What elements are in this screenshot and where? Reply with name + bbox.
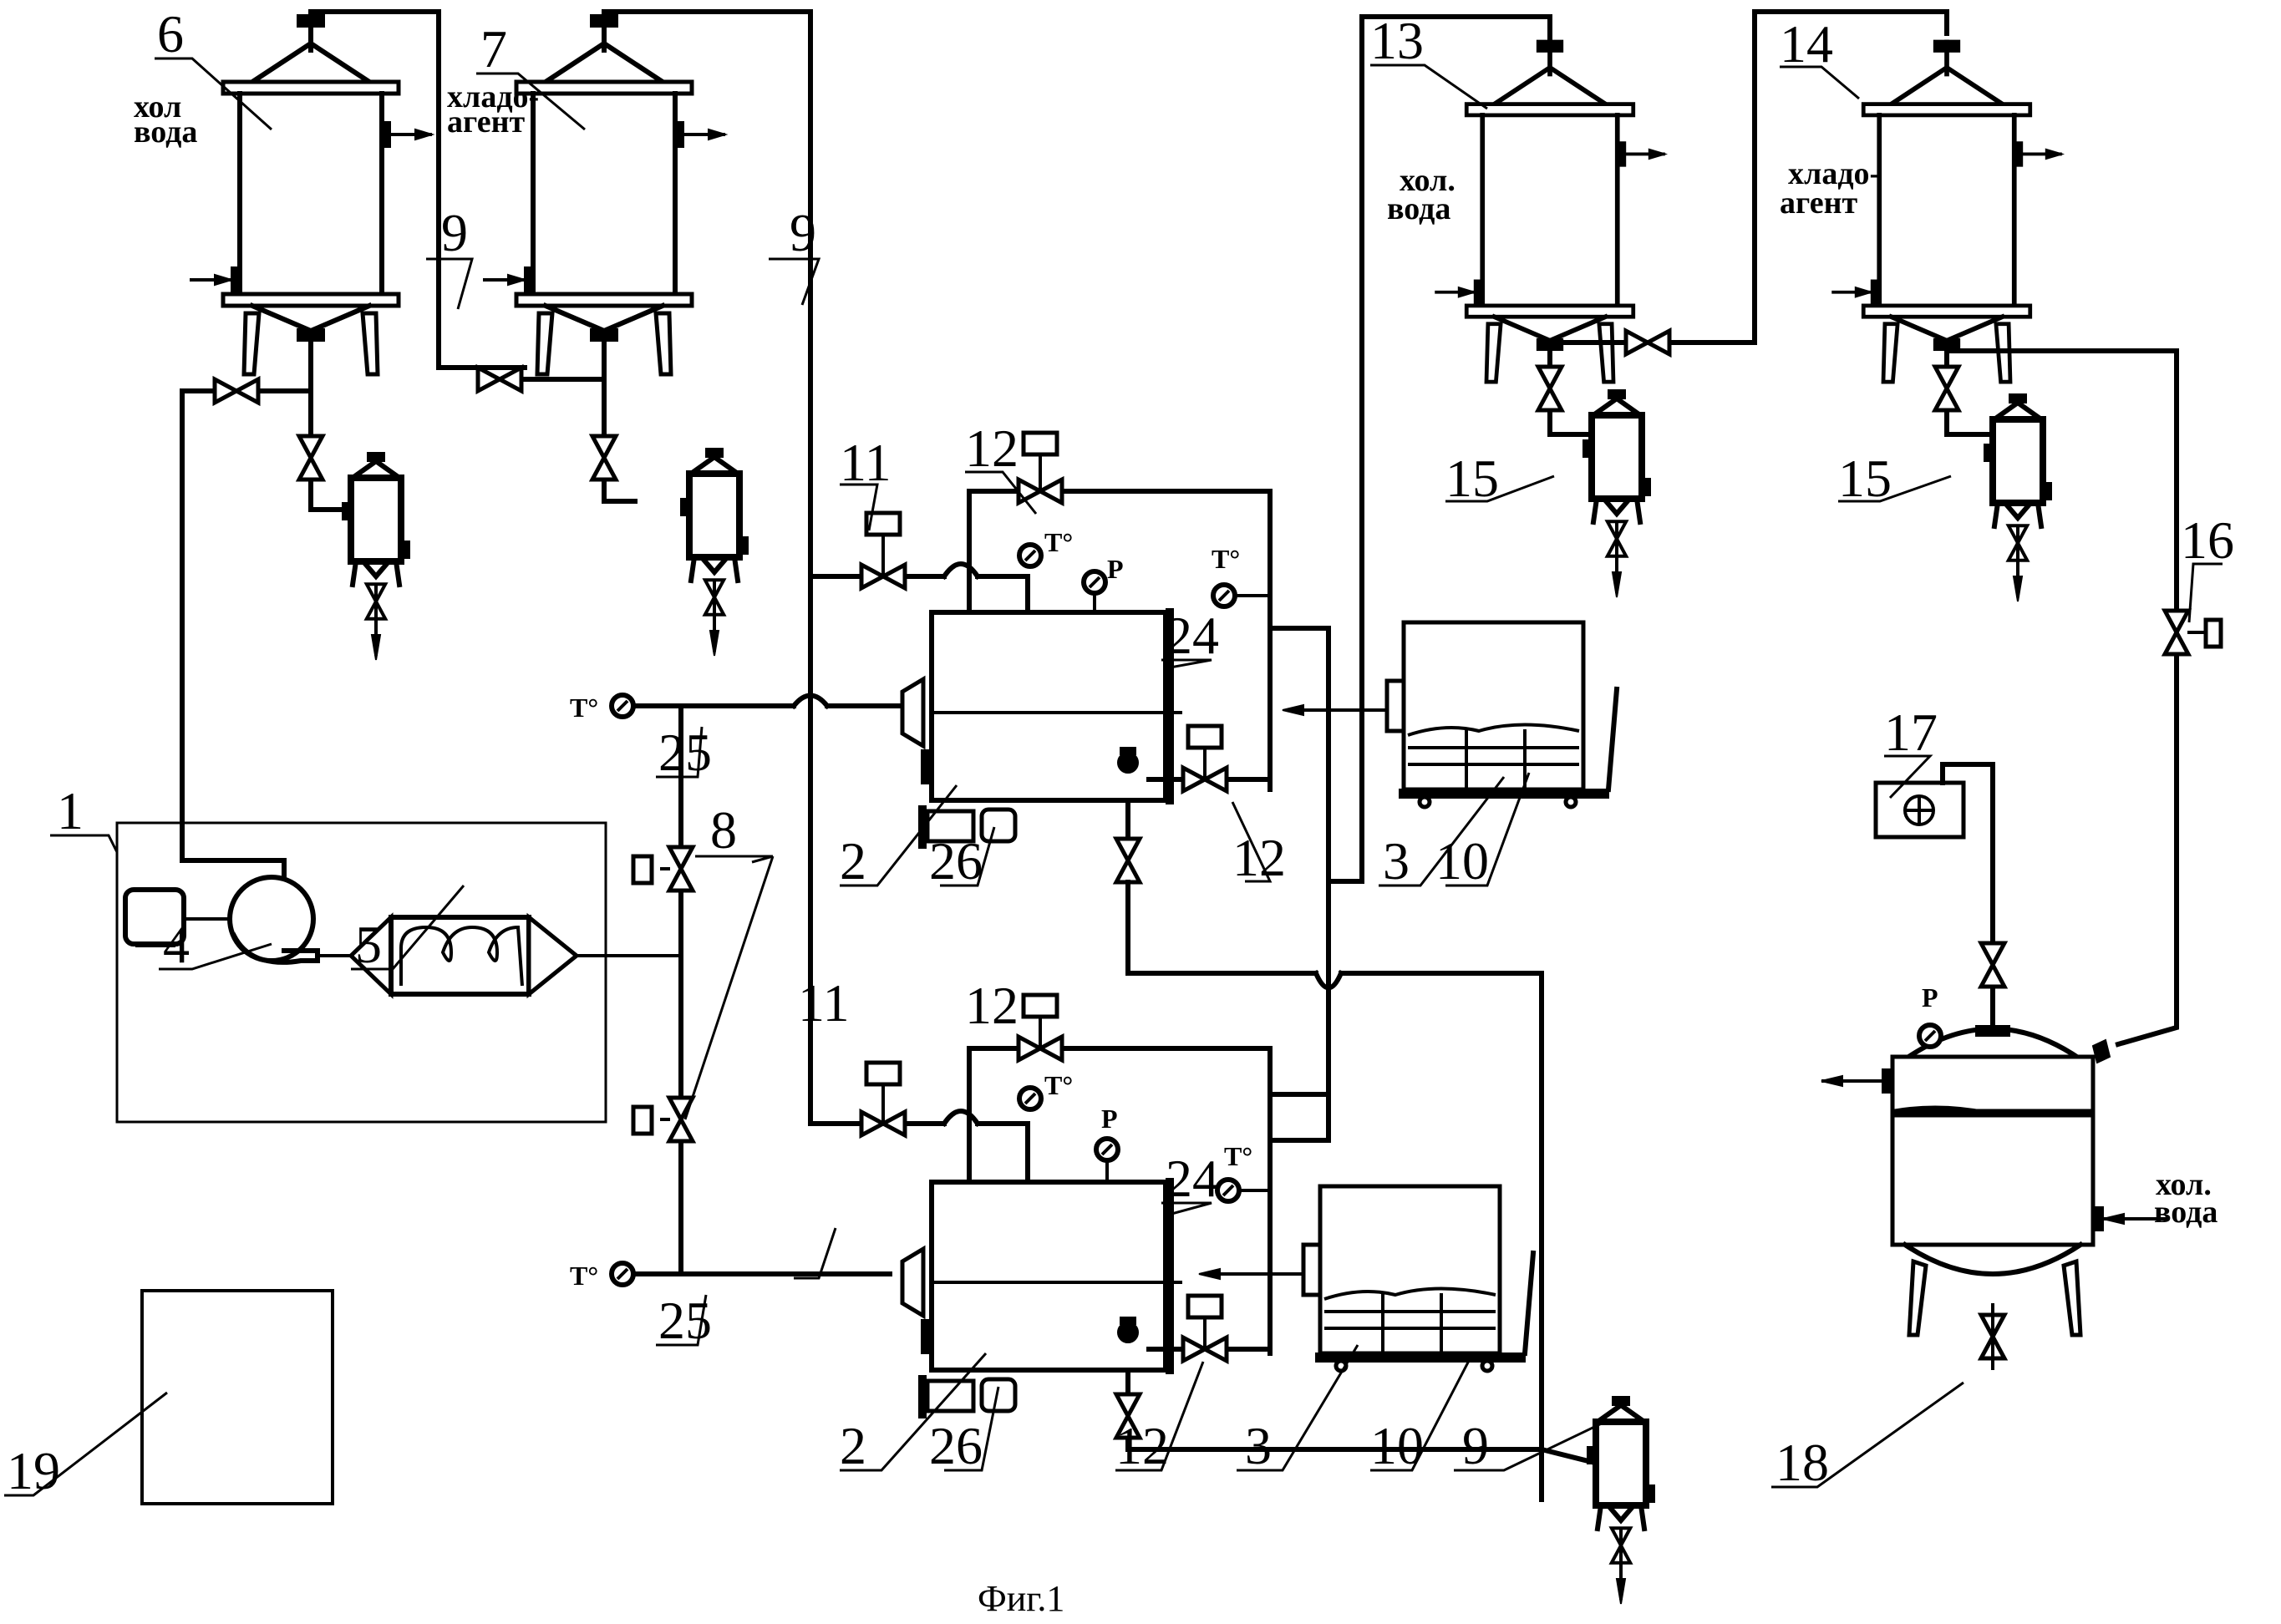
label-4: 4 (163, 915, 190, 974)
label-26-lower: 26 (929, 1416, 983, 1475)
valve-drain-2-upper[interactable] (1116, 839, 1140, 882)
receiver-18 (1821, 1025, 2168, 1335)
svg-text:T°: T° (570, 1261, 598, 1291)
valve-7-bypass[interactable] (478, 368, 521, 391)
label-1: 1 (57, 781, 84, 840)
label-12-upper-top: 12 (965, 419, 1019, 478)
condenser-7 (483, 15, 725, 374)
valve-13-drain[interactable] (1538, 367, 1562, 410)
label-10-lower: 10 (1370, 1416, 1424, 1475)
valve-12-upper-top[interactable] (1019, 433, 1062, 503)
label-5: 5 (355, 915, 382, 974)
valve-12-upper-bottom[interactable] (1183, 726, 1227, 791)
label-10-upper: 10 (1435, 831, 1489, 891)
coolant-label-7b: агент (447, 104, 526, 140)
label-13: 13 (1370, 11, 1424, 70)
trap-9a (343, 453, 409, 660)
vacuum-pump-17-icon (1876, 764, 1993, 944)
valve-13-bypass[interactable] (1626, 331, 1669, 354)
label-14: 14 (1780, 14, 1833, 74)
svg-text:T°: T° (570, 693, 598, 723)
thermometer-icon (612, 695, 633, 717)
label-24-upper: 24 (1166, 606, 1219, 665)
label-24-lower: 24 (1166, 1149, 1219, 1208)
label-2-upper: 2 (840, 831, 866, 891)
label-9a: 9 (441, 203, 468, 262)
label-11-lower: 11 (798, 973, 850, 1033)
svg-text:P: P (1922, 982, 1938, 1012)
trap-9b (681, 449, 748, 656)
label-15a: 15 (1445, 449, 1499, 508)
valve-6-drain[interactable] (299, 436, 323, 480)
figure-caption: Фиг.1 (978, 1578, 1064, 1619)
label-12-lower-top: 12 (965, 976, 1019, 1035)
label-2-lower: 2 (840, 1416, 866, 1475)
label-25-lower: 25 (658, 1291, 712, 1350)
pipe-7-main (604, 12, 810, 693)
label-3-lower: 3 (1245, 1416, 1272, 1475)
manometer-icon (1019, 545, 1041, 566)
autoclave-2-upper (902, 612, 1182, 848)
thermometer-icon (1019, 1088, 1041, 1109)
label-12-upper-bottom: 12 (1232, 828, 1286, 887)
heat-exchanger-5-icon (351, 917, 681, 994)
cold-water-label-6b: вода (134, 114, 197, 150)
manometer-icon (1919, 1025, 1941, 1047)
manometer-icon (1084, 571, 1105, 593)
svg-text:агент: агент (1780, 185, 1858, 221)
svg-text:P: P (1107, 554, 1124, 584)
svg-text:вода: вода (2154, 1195, 2217, 1230)
label-12-lower-bottom: 12 (1115, 1416, 1169, 1475)
condenser-14 (1831, 41, 2062, 383)
svg-text:P: P (1101, 1104, 1118, 1134)
valve-7-drain[interactable] (592, 436, 616, 480)
label-18: 18 (1776, 1433, 1829, 1492)
label-16: 16 (2181, 510, 2234, 570)
valve-17[interactable] (1981, 943, 2004, 987)
valve-6-bypass[interactable] (215, 379, 258, 403)
svg-text:вода: вода (1387, 191, 1450, 226)
valve-12-lower-bottom[interactable] (1183, 1296, 1227, 1361)
label-11-upper: 11 (840, 433, 892, 492)
label-19: 19 (7, 1441, 60, 1500)
label-3-upper: 3 (1383, 831, 1410, 891)
label-9b: 9 (790, 203, 816, 262)
pump-4-icon (230, 877, 351, 962)
thermometer-icon (612, 1263, 633, 1285)
manometer-icon (1096, 1139, 1118, 1160)
cart-3-lower (1303, 1186, 1533, 1371)
svg-text:T°: T° (1224, 1141, 1252, 1171)
label-7: 7 (480, 19, 507, 79)
trap-15b (1984, 394, 2051, 601)
valve-16[interactable] (2165, 611, 2221, 654)
label-6: 6 (157, 4, 184, 63)
svg-text:T°: T° (1212, 544, 1240, 574)
trap-9c (1588, 1397, 1654, 1604)
valve-8-upper[interactable] (633, 847, 693, 891)
valve-11-lower[interactable] (861, 1063, 905, 1135)
trap-15a (1583, 390, 1650, 597)
label-9c: 9 (1462, 1416, 1489, 1475)
autoclave-2-lower (902, 1182, 1182, 1418)
svg-text:T°: T° (1044, 527, 1073, 557)
valve-8-lower[interactable] (633, 1098, 693, 1141)
valve-12-lower-top[interactable] (1019, 995, 1062, 1060)
condenser-13 (1435, 41, 1665, 383)
valve-11-upper[interactable] (861, 513, 905, 588)
thermometer-icon (1217, 1180, 1270, 1201)
control-unit-19 (142, 1291, 333, 1504)
label-25-upper: 25 (658, 723, 712, 782)
label-26-upper: 26 (929, 831, 983, 891)
label-15b: 15 (1838, 449, 1892, 508)
condenser-6 (190, 15, 432, 374)
thermometer-icon (1213, 585, 1270, 606)
label-8: 8 (710, 800, 737, 860)
label-17: 17 (1884, 703, 1938, 762)
svg-text:T°: T° (1044, 1070, 1073, 1100)
valve-14-drain[interactable] (1935, 367, 1958, 410)
